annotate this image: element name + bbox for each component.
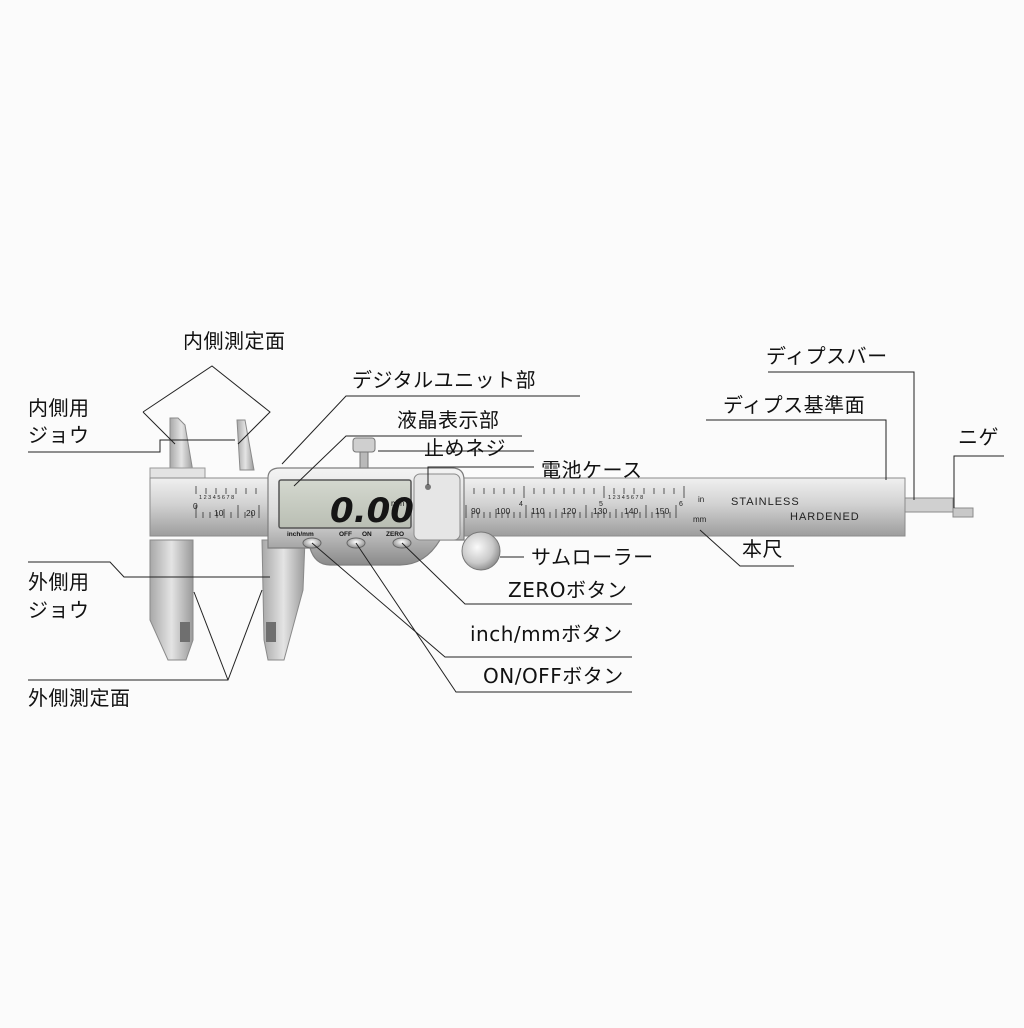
- label-outer-jaw-2: ジョウ: [28, 598, 90, 622]
- off-button-label: OFF: [339, 531, 352, 538]
- scale-ticks-left: [195, 486, 260, 518]
- mm-number: 100: [496, 506, 510, 516]
- label-main-scale: 本尺: [742, 537, 783, 561]
- label-inner-measuring-face: 内側測定面: [183, 329, 286, 353]
- label-outer-jaw: 外側用: [28, 570, 90, 594]
- label-on-off-button: ON/OFFボタン: [483, 664, 624, 688]
- label-inner-jaw-2: ジョウ: [28, 423, 90, 447]
- mm-number: 150: [655, 506, 669, 516]
- label-zero-button: ZEROボタン: [508, 578, 628, 602]
- inch-number: 5: [599, 501, 603, 508]
- lcd-display: [278, 479, 412, 529]
- mm-number: 120: [562, 506, 576, 516]
- zero-button-label: ZERO: [386, 531, 404, 538]
- label-depth-bar: ディプスバー: [766, 344, 888, 368]
- mm-number: 10: [214, 508, 224, 518]
- depth-bar: [904, 497, 954, 513]
- label-digital-unit: デジタルユニット部: [352, 368, 537, 392]
- mm-number: 0: [193, 501, 198, 511]
- stamp-stainless: STAINLESS: [731, 496, 800, 508]
- scale-numbers: 0 10 20 90 100 110 120 130 140 150 4 5 6…: [193, 495, 860, 524]
- label-lcd-display: 液晶表示部: [397, 408, 500, 432]
- leader-lines: [28, 365, 1004, 693]
- mm-number: 20: [246, 508, 256, 518]
- inch-subdigits: 1 2 3 4 5 6 7 8: [199, 495, 234, 501]
- lock-screw: [352, 437, 376, 453]
- mm-number: 110: [531, 506, 545, 516]
- label-depth-reference-face: ディプス基準面: [723, 393, 866, 417]
- thumb-roller[interactable]: [461, 531, 501, 571]
- label-nige: ニゲ: [958, 425, 999, 449]
- label-inner-jaw: 内側用: [28, 396, 90, 420]
- inch-subdigits: 1 2 3 4 5 6 7 8: [608, 495, 643, 501]
- label-lock-screw: 止めネジ: [424, 436, 506, 460]
- inch-number: 6: [679, 501, 683, 508]
- mm-unit-mark: mm: [693, 515, 707, 524]
- on-button-label: ON: [362, 531, 372, 538]
- inch-unit-mark: in: [698, 495, 704, 504]
- label-battery-case: 電池ケース: [541, 458, 643, 482]
- inch-mm-button-label: inch/mm: [287, 531, 314, 538]
- mm-number: 140: [624, 506, 638, 516]
- battery-cover: [413, 473, 461, 541]
- label-thumb-roller: サムローラー: [531, 545, 654, 569]
- lcd-reading: 0.00: [330, 491, 414, 531]
- fixed-inner-jaw: [169, 417, 194, 473]
- mm-number: 130: [593, 506, 607, 516]
- label-outer-measuring-face: 外側測定面: [28, 686, 131, 710]
- inch-number: 4: [519, 501, 523, 508]
- stamp-hardened: HARDENED: [790, 511, 860, 523]
- mm-number: 90: [471, 506, 481, 516]
- nige-tip: [952, 507, 974, 518]
- lcd-unit: mm: [391, 499, 405, 508]
- sliding-inner-jaw: [236, 419, 255, 471]
- label-inch-mm-button: inch/mmボタン: [470, 622, 623, 646]
